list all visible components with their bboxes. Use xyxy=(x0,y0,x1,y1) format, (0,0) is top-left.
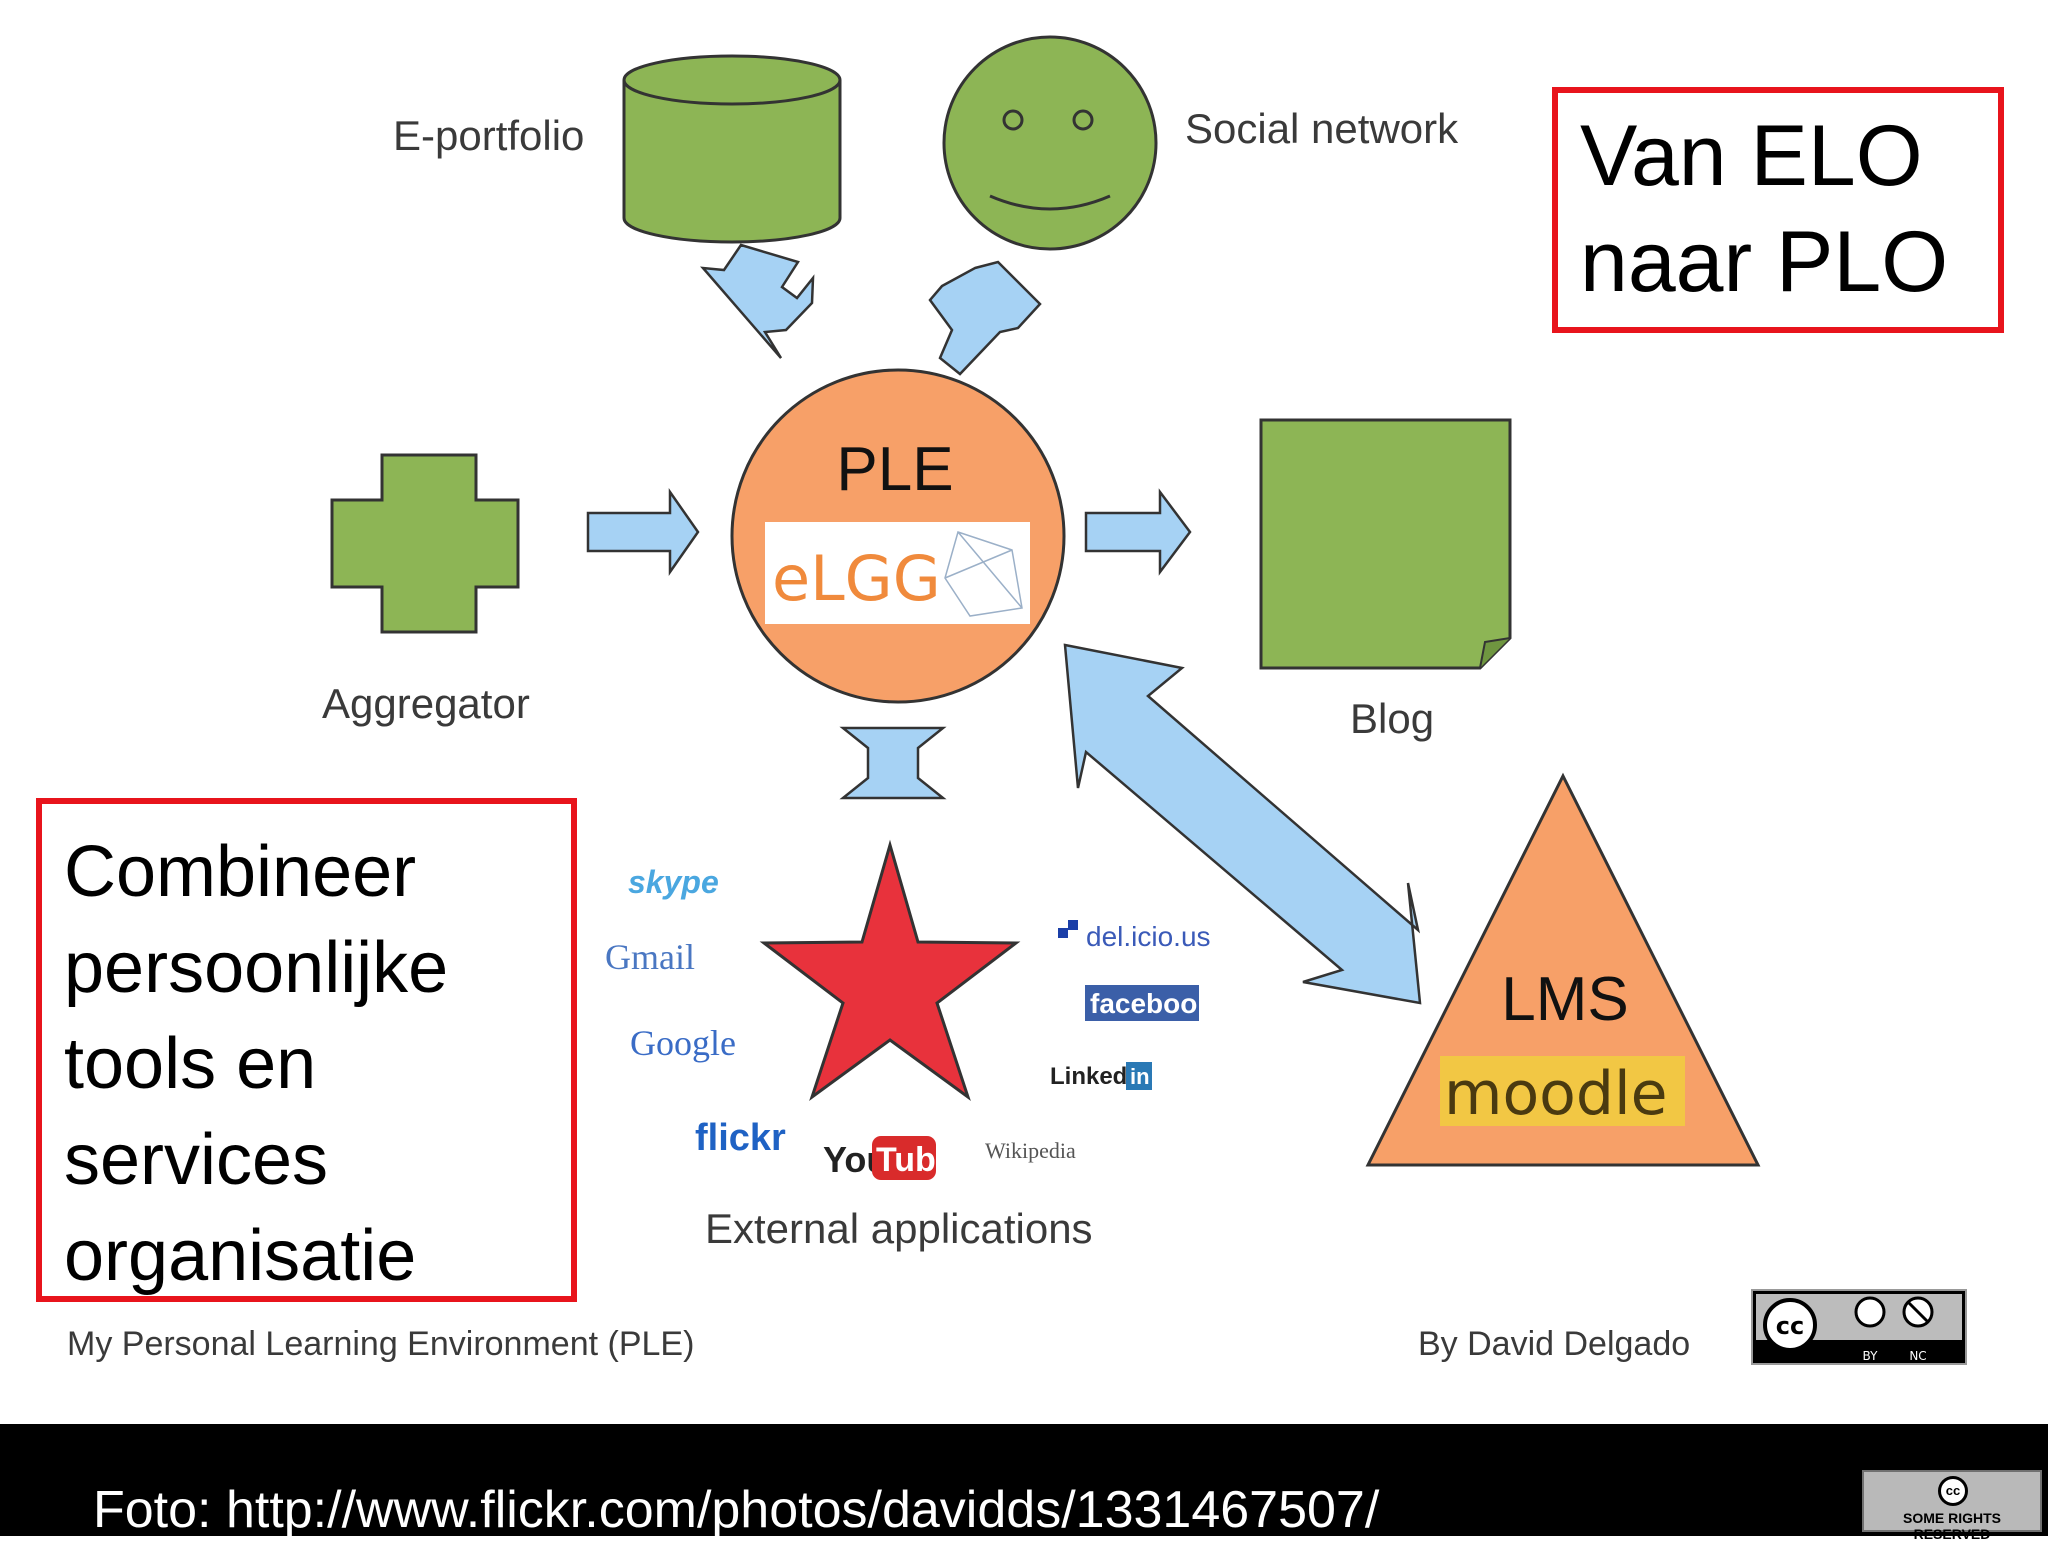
footer-bar: Foto: http://www.flickr.com/photos/david… xyxy=(0,1424,2048,1542)
arrow-social-ple-icon xyxy=(928,260,1042,376)
diagram-caption: My Personal Learning Environment (PLE) xyxy=(67,1325,694,1363)
some-rights-reserved-badge: cc SOME RIGHTS RESERVED xyxy=(1862,1470,2042,1542)
moodle-logo: moodle xyxy=(1440,1056,1685,1129)
cc-symbol-icon: cc xyxy=(1776,1312,1804,1340)
author-credit: By David Delgado xyxy=(1418,1325,1690,1363)
svg-text:facebook: facebook xyxy=(1090,988,1213,1019)
cc-license-badge: cc BY NC xyxy=(1751,1289,1967,1365)
description-line-3: tools en xyxy=(64,1024,317,1104)
facebook-logo: facebook xyxy=(1085,985,1213,1021)
linkedin-logo: Linked in xyxy=(1050,1062,1152,1090)
svg-text:NC: NC xyxy=(1909,1349,1926,1363)
gmail-logo: Gmail xyxy=(605,937,695,977)
description-line-2: persoonlijke xyxy=(64,928,449,1008)
svg-text:moodle: moodle xyxy=(1444,1059,1668,1129)
eportfolio-cylinder-icon xyxy=(622,54,842,244)
external-applications-label: External applications xyxy=(705,1205,1093,1252)
wikipedia-logo: Wikipedia xyxy=(985,1138,1076,1163)
ple-label: PLE xyxy=(836,435,953,504)
aggregator-label: Aggregator xyxy=(322,680,530,727)
arrow-ple-blog-icon xyxy=(1084,488,1192,576)
title-line-1: Van ELO xyxy=(1580,108,1923,204)
aggregator-cross-icon xyxy=(330,453,520,634)
svg-text:Tube: Tube xyxy=(876,1141,955,1179)
blog-label: Blog xyxy=(1350,695,1434,742)
description-line-4: services xyxy=(64,1120,329,1200)
title-line-2: naar PLO xyxy=(1580,214,1949,310)
blog-note-icon xyxy=(1259,418,1512,670)
svg-text:del.icio.us: del.icio.us xyxy=(1086,921,1211,952)
badge-text: SOME RIGHTS RESERVED xyxy=(1902,1510,2001,1542)
skype-logo: skype xyxy=(628,864,719,900)
external-star-icon xyxy=(759,839,1021,1101)
svg-text:BY: BY xyxy=(1863,1349,1879,1363)
svg-text:in: in xyxy=(1130,1064,1150,1089)
social-network-label: Social network xyxy=(1185,105,1459,152)
arrow-ple-external-icon xyxy=(839,726,947,800)
arrow-aggregator-ple-icon xyxy=(586,488,700,576)
photo-credit-url[interactable]: Foto: http://www.flickr.com/photos/david… xyxy=(93,1481,1380,1539)
elgg-logo: eLGG xyxy=(765,522,1030,624)
svg-text:eLGG: eLGG xyxy=(772,542,941,615)
youtube-logo: You Tube xyxy=(823,1136,955,1180)
cc-badge-icon: cc xyxy=(1938,1476,1968,1506)
delicious-logo: del.icio.us xyxy=(1058,920,1211,952)
arrow-ple-lms-icon xyxy=(1063,643,1422,1005)
arrow-eportfolio-ple-icon xyxy=(700,243,815,359)
title-callout-box: Van ELO naar PLO xyxy=(1552,87,2004,333)
description-line-5: organisatie xyxy=(64,1216,417,1296)
svg-text:Linked: Linked xyxy=(1050,1063,1127,1090)
by-attribution-icon xyxy=(1854,1296,1886,1328)
description-callout-box: Combineer persoonlijke tools en services… xyxy=(36,798,577,1302)
lms-label: LMS xyxy=(1501,965,1628,1034)
flickr-logo: flickr xyxy=(695,1117,786,1159)
eportfolio-label: E-portfolio xyxy=(393,112,584,159)
google-logo: Google xyxy=(630,1023,736,1063)
description-line-1: Combineer xyxy=(64,832,417,912)
smiley-face-icon xyxy=(942,35,1158,251)
